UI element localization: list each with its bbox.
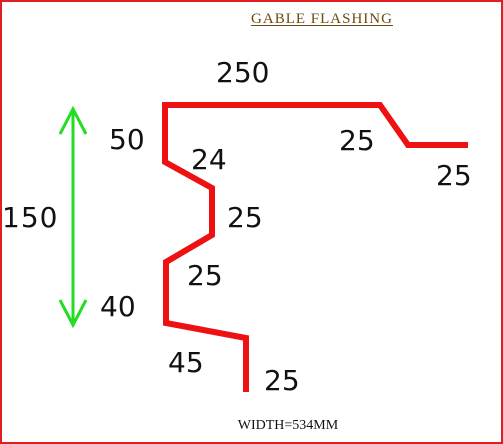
dim-lower-vertical: 40 (100, 290, 136, 323)
dim-mid-vertical: 25 (227, 201, 263, 234)
dim-drip-end: 25 (436, 159, 472, 192)
dim-diag-lower: 25 (187, 259, 223, 292)
drawing-title: GABLE FLASHING (251, 11, 393, 27)
height-arrow-bottom-head (58, 299, 88, 329)
flashing-profile (162, 105, 249, 392)
dim-upper-vertical: 50 (109, 123, 145, 156)
height-arrow (58, 105, 88, 329)
flashing-top-edge (162, 102, 468, 148)
dim-drip-slope: 25 (339, 124, 375, 157)
height-arrow-top-head (58, 105, 88, 135)
dim-top: 250 (216, 56, 269, 89)
dim-bottom: 45 (168, 346, 204, 379)
width-note: WIDTH=534MM (237, 418, 339, 433)
dim-diag-upper: 24 (191, 143, 227, 176)
dim-tail: 25 (264, 364, 300, 397)
dim-overall-height: 150 (2, 201, 58, 234)
